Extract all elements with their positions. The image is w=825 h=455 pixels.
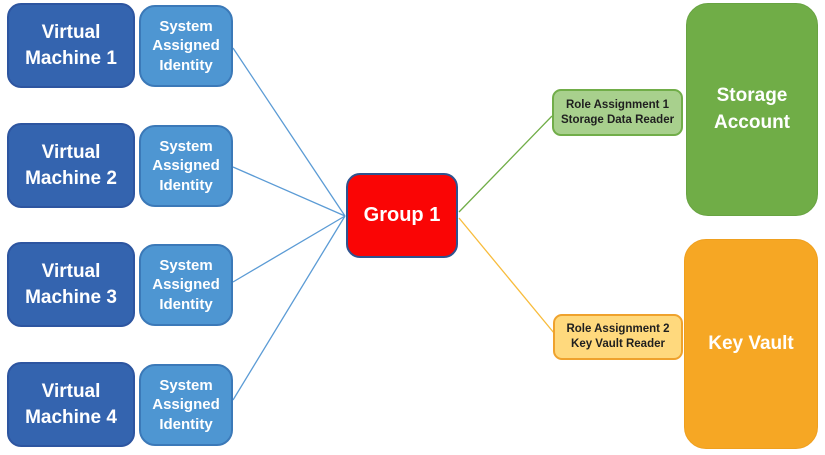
role-assignment-2-role: Key Vault Reader: [571, 338, 665, 350]
connector-identity3-group: [232, 215, 346, 283]
virtual-machine-3-box[interactable]: Virtual Machine 3: [7, 242, 135, 327]
system-assigned-identity-2-box[interactable]: System Assigned Identity: [139, 125, 233, 207]
key-vault-label: Key Vault: [708, 332, 794, 354]
virtual-machine-2-box[interactable]: Virtual Machine 2: [7, 123, 135, 208]
group-1-box[interactable]: Group 1: [346, 173, 458, 258]
virtual-machine-3-label: Virtual Machine 3: [25, 261, 117, 308]
role-assignment-2-box[interactable]: Role Assignment 2 Key Vault Reader: [553, 314, 683, 360]
role-assignment-2-title: Role Assignment 2: [566, 323, 670, 336]
role-assignment-1-box[interactable]: Role Assignment 1 Storage Data Reader: [552, 89, 683, 136]
system-assigned-identity-3-box[interactable]: System Assigned Identity: [139, 244, 233, 326]
connector-group-role2: [458, 217, 555, 334]
system-assigned-identity-4-label: System Assigned Identity: [152, 377, 220, 433]
virtual-machine-4-label: Virtual Machine 4: [25, 381, 117, 428]
connector-group-role1: [458, 115, 553, 213]
connector-identity4-group: [232, 215, 346, 401]
storage-account-label: Storage Account: [714, 84, 790, 133]
system-assigned-identity-4-box[interactable]: System Assigned Identity: [139, 364, 233, 446]
system-assigned-identity-3-label: System Assigned Identity: [152, 257, 220, 313]
connector-identity1-group: [232, 47, 346, 217]
system-assigned-identity-1-box[interactable]: System Assigned Identity: [139, 5, 233, 87]
role-assignment-1-role: Storage Data Reader: [560, 113, 675, 126]
key-vault-box[interactable]: Key Vault: [684, 239, 818, 449]
virtual-machine-2-label: Virtual Machine 2: [25, 142, 117, 189]
system-assigned-identity-1-label: System Assigned Identity: [152, 18, 220, 74]
role-assignment-1-title: Role Assignment 1: [565, 98, 670, 111]
virtual-machine-4-box[interactable]: Virtual Machine 4: [7, 362, 135, 447]
connector-identity2-group: [232, 166, 346, 217]
virtual-machine-1-label: Virtual Machine 1: [25, 22, 117, 69]
storage-account-box[interactable]: Storage Account: [686, 3, 818, 216]
group-1-label: Group 1: [363, 204, 441, 226]
system-assigned-identity-2-label: System Assigned Identity: [152, 138, 220, 194]
virtual-machine-1-box[interactable]: Virtual Machine 1: [7, 3, 135, 88]
